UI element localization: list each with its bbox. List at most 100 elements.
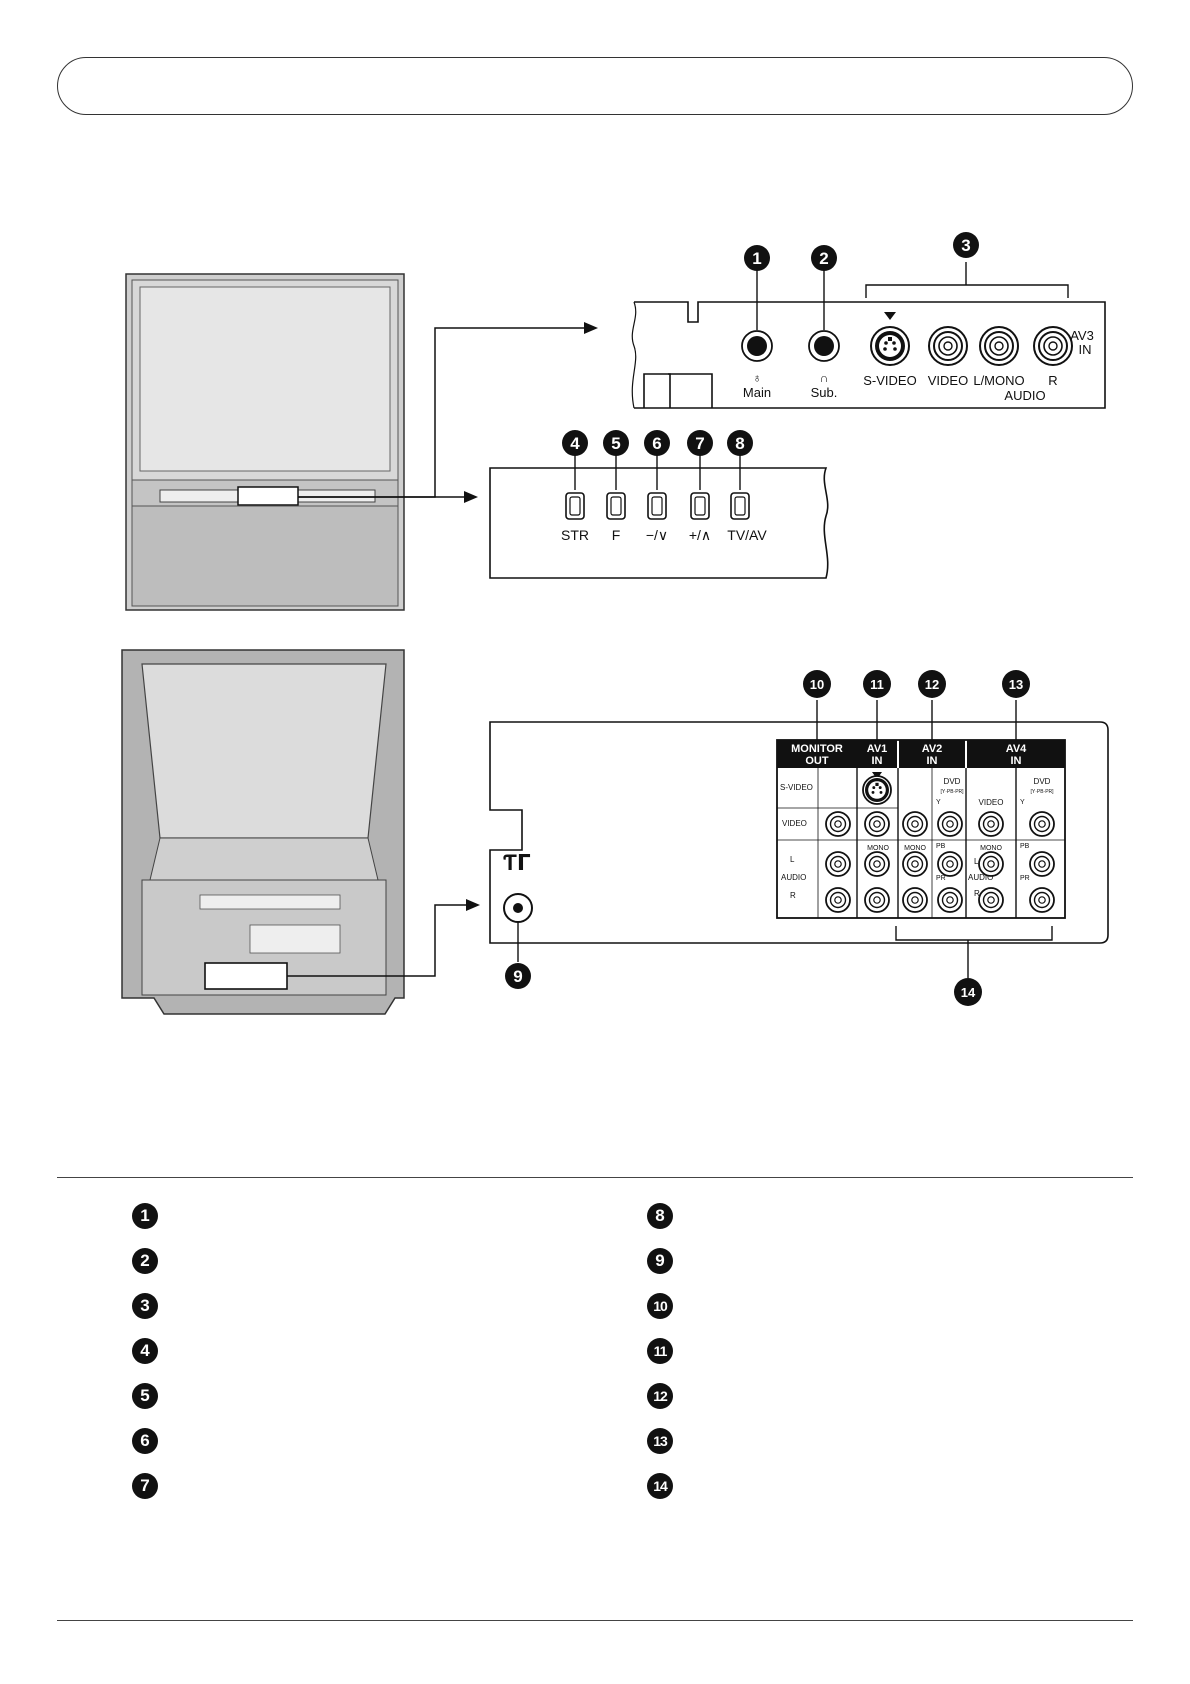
tv-rear-illustration [121,649,405,1015]
rear-audio-l-label: L [790,855,795,864]
av4-dvd-sub-label: [Y·PB·PR] [1030,789,1054,795]
av4-audio-l-jack [978,851,1004,877]
legend-item-13: 13 [647,1428,673,1454]
tv-front-illustration [125,273,405,611]
legend-item-9: 9 [647,1248,673,1274]
button-plus-label: +/∧ [689,527,711,543]
av2-label-2: IN [927,755,938,767]
headphone-main-label: Main [743,385,771,400]
av4-audio-label: AUDIO [968,873,993,882]
callout-6: 6 [644,430,670,456]
av4-audio-r-jack [978,887,1004,913]
headphone-jack-sub [808,330,840,362]
legend-item-4: 4 [132,1338,158,1364]
callout-1: 1 [744,245,770,271]
legend-item-12: 12 [647,1383,673,1409]
legend-item-1: 1 [132,1203,158,1229]
av3-svideo-jack [870,326,910,366]
front-button-panel: STR F −/∨ +/∧ TV/AV [489,448,829,579]
svg-text:5: 5 [611,434,620,453]
legend-top-rule [57,1177,1133,1178]
av2-dvd-sub-label: [Y·PB·PR] [940,789,964,795]
av2-audio-r-jack [902,887,928,913]
monitor-audio-l-jack [825,851,851,877]
button-str-label: STR [561,527,589,543]
callout-14: 14 [954,978,982,1006]
monitor-out-label-2: OUT [805,755,829,767]
section-title-box [57,57,1133,115]
front-av-panel: ♁ Main ∩ Sub. S-VIDEO VIDEO L/MONO R AUD… [631,262,1106,409]
av4-y-label: Y [1020,799,1025,806]
monitor-video-jack [825,811,851,837]
monitor-audio-r-jack [825,887,851,913]
svg-text:10: 10 [810,677,824,692]
av2-mono-label: MONO [904,845,926,852]
av3-label: AV3 [1070,328,1094,343]
svg-text:7: 7 [695,434,704,453]
av3-audio-l-jack [979,326,1019,366]
svg-text:6: 6 [652,434,661,453]
svg-text:9: 9 [513,967,522,986]
svg-text:14: 14 [961,985,976,1000]
av2-audio-l-jack [902,851,928,877]
legend-item-8: 8 [647,1203,673,1229]
av1-label-2: IN [872,755,883,767]
av3-audio-label: AUDIO [1004,388,1045,403]
av3-r-label: R [1048,373,1057,388]
front-callout-lines [298,327,590,498]
av4-pb-label: PB [1020,843,1030,850]
rear-video-label: VIDEO [782,819,807,828]
av2-pb-jack [937,851,963,877]
av1-audio-r-jack [864,887,890,913]
av2-y-label: Y [936,799,941,806]
svg-text:4: 4 [570,434,580,453]
headphone-jack-main [741,330,773,362]
button-f-label: F [612,527,621,543]
av1-svideo-jack [862,775,892,805]
av1-video-jack [864,811,890,837]
av4-pb-jack [1029,851,1055,877]
button-str [565,492,585,520]
callout-9: 9 [505,963,531,989]
svg-text:1: 1 [752,249,761,268]
callout-4: 4 [562,430,588,456]
aerial-symbol: Ƭᒥ [503,850,530,875]
callout-11: 11 [863,670,891,698]
av2-pb-label: PB [936,843,946,850]
av4-pr-label: PR [1020,875,1030,882]
legend-item-5: 5 [132,1383,158,1409]
callout-10: 10 [803,670,831,698]
callout-7: 7 [687,430,713,456]
svg-text:3: 3 [961,236,970,255]
button-plus [690,492,710,520]
callout-13: 13 [1002,670,1030,698]
button-tvav [730,492,750,520]
av2-pr-jack [937,887,963,913]
legend-item-3: 3 [132,1293,158,1319]
av4-label-2: IN [1011,755,1022,767]
svg-text:12: 12 [925,677,939,692]
legend-item-2: 2 [132,1248,158,1274]
av4-video-jack [978,811,1004,837]
av4-label-1: AV4 [1006,743,1027,755]
headphone-sub-symbol: ∩ [820,371,829,385]
av2-pr-label: PR [936,875,946,882]
callout-12: 12 [918,670,946,698]
av4-video-label: VIDEO [979,798,1004,807]
svg-text:13: 13 [1009,677,1023,692]
svg-text:11: 11 [870,677,884,692]
legend-item-14: 14 [647,1473,673,1499]
callout-5: 5 [603,430,629,456]
rear-av-panel: Ƭᒥ MONITOR OUT AV1 IN AV2 IN AV4 IN S-VI… [489,700,1109,978]
legend-item-6: 6 [132,1428,158,1454]
aerial-socket [503,893,533,923]
av4-pr-jack [1029,887,1055,913]
headphone-main-symbol: ♁ [753,371,762,385]
av1-label-1: AV1 [867,743,888,755]
rear-svideo-label: S-VIDEO [780,783,813,792]
button-minus-label: −/∨ [646,527,668,543]
callout-8: 8 [727,430,753,456]
av4-audio-r-label: R [974,889,980,898]
legend-item-11: 11 [647,1338,673,1364]
